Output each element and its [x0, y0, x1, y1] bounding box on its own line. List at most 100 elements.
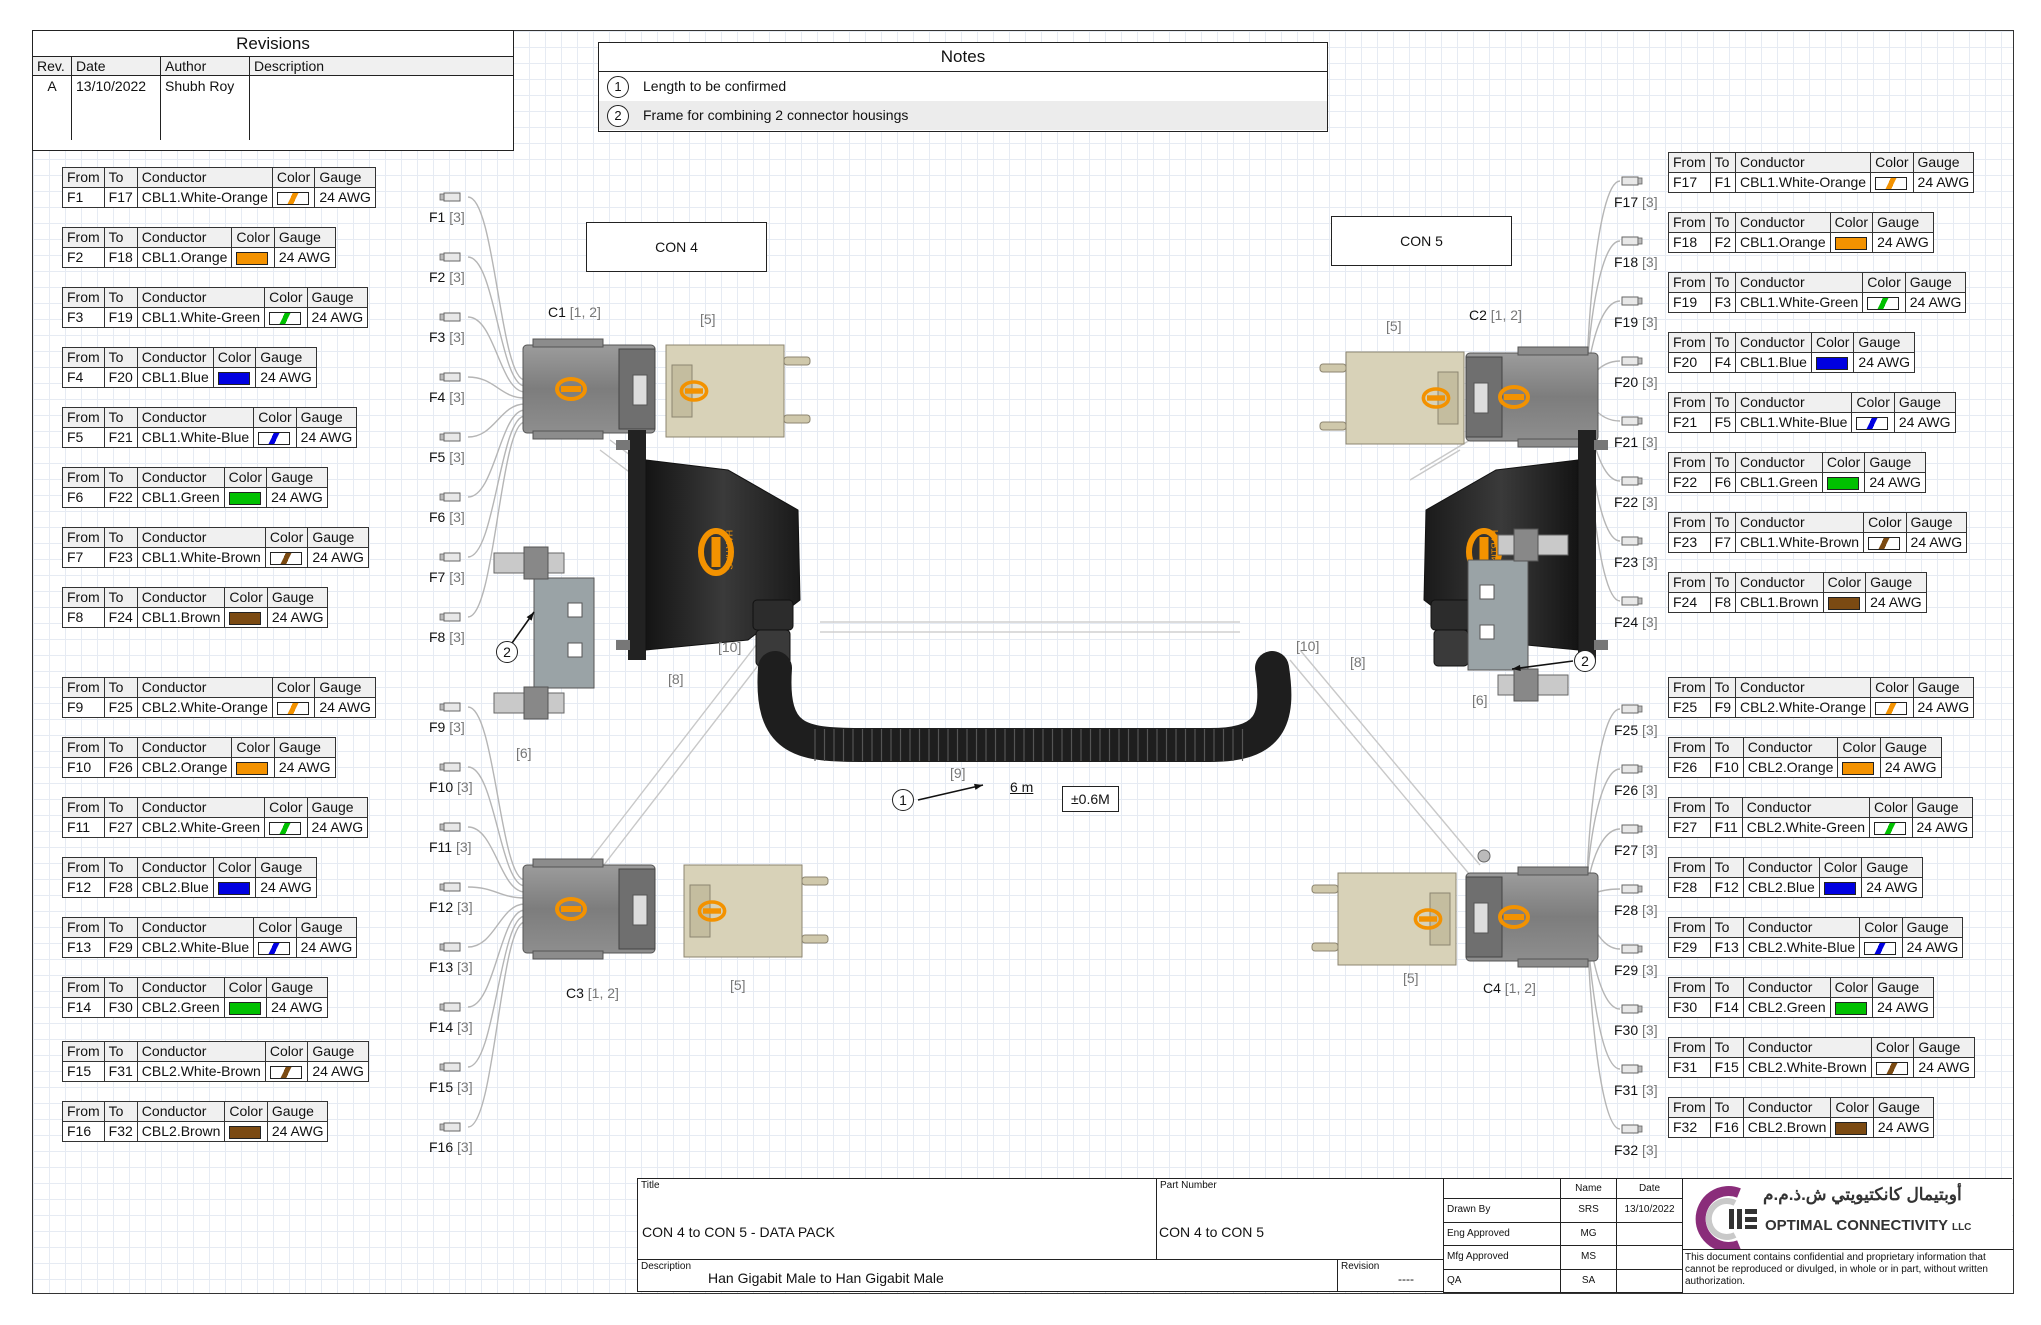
hood-ref-right: [8]	[1350, 654, 1366, 670]
from-header: From	[1668, 797, 1711, 818]
conductor-header: Conductor	[136, 677, 273, 698]
conductor-value: CBL1.White-Brown	[1735, 532, 1865, 553]
to-value: F25	[103, 697, 138, 718]
from-header: From	[62, 1041, 105, 1062]
to-value: F29	[103, 937, 138, 958]
color-swatch	[1868, 536, 1901, 550]
color-swatch-cell	[1870, 172, 1914, 193]
company-name: OPTIMAL CONNECTIVITY LLC	[1765, 1217, 1972, 1234]
color-swatch	[1875, 1061, 1908, 1075]
conductor-value: CBL1.Blue	[1735, 352, 1812, 373]
gauge-header: Gauge	[1901, 917, 1964, 938]
notes-title: Notes	[599, 43, 1327, 72]
from-value: F11	[62, 817, 105, 838]
conductor-header: Conductor	[136, 227, 233, 248]
gauge-header: Gauge	[1912, 152, 1975, 173]
to-header: To	[103, 977, 138, 998]
conductor-header: Conductor	[136, 797, 266, 818]
from-value: F30	[1668, 997, 1711, 1018]
gauge-header: Gauge	[273, 227, 336, 248]
conductor-header: Conductor	[1735, 572, 1824, 593]
color-swatch	[1874, 821, 1907, 835]
from-value: F21	[1668, 412, 1711, 433]
ferrule-label-f5: F5 [3]	[429, 449, 465, 465]
color-header: Color	[1862, 272, 1906, 293]
conductor-header: Conductor	[136, 977, 225, 998]
from-header: From	[1668, 332, 1711, 353]
to-header: To	[103, 737, 138, 758]
conductor-header: Conductor	[1735, 212, 1831, 233]
ferrule-label-f22: F22 [3]	[1614, 494, 1658, 510]
part-number-cell: Part Number CON 4 to CON 5	[1156, 1178, 1444, 1260]
con5-label: CON 5	[1400, 233, 1443, 249]
to-header: To	[1709, 857, 1744, 878]
length-note-marker: 1	[892, 789, 914, 811]
revision-value: ----	[1398, 1272, 1414, 1286]
conductor-value: CBL1.White-Blue	[136, 427, 255, 448]
color-header: Color	[1859, 917, 1903, 938]
color-swatch	[1875, 701, 1908, 715]
to-value: F4	[1709, 352, 1737, 373]
ferrule-label-f19: F19 [3]	[1614, 314, 1658, 330]
color-swatch	[1842, 761, 1875, 775]
color-swatch	[1823, 881, 1856, 895]
to-header: To	[1709, 572, 1737, 593]
from-value: F28	[1668, 877, 1711, 898]
ferrule-icon	[439, 822, 461, 832]
frame-right	[1467, 528, 1569, 702]
to-value: F14	[1709, 997, 1744, 1018]
color-header: Color	[224, 587, 268, 608]
revisions-title: Revisions	[33, 31, 513, 57]
ferrule-icon	[1621, 236, 1643, 246]
from-header: From	[1668, 1097, 1711, 1118]
from-value: F32	[1668, 1117, 1711, 1138]
conductor-value: CBL2.White-Brown	[136, 1061, 266, 1082]
drawing-title: CON 4 to CON 5 - DATA PACK	[642, 1224, 835, 1240]
note-row: 2 Frame for combining 2 connector housin…	[599, 101, 1327, 130]
housing-ref-4: [5]	[1403, 970, 1419, 986]
to-header: To	[103, 227, 138, 248]
color-swatch-cell	[1818, 877, 1863, 898]
from-header: From	[62, 737, 105, 758]
from-header: From	[1668, 452, 1711, 473]
color-swatch	[236, 251, 269, 265]
cable-tolerance: ±0.6M	[1062, 786, 1119, 812]
connector-insert-c2	[1465, 346, 1599, 448]
gauge-header: Gauge	[1913, 1037, 1975, 1058]
from-value: F17	[1668, 172, 1711, 193]
color-swatch-cell	[1837, 757, 1881, 778]
conductor-header: Conductor	[136, 917, 255, 938]
to-value: F20	[103, 367, 138, 388]
color-header: Color	[212, 347, 257, 368]
ferrule-label-f3: F3 [3]	[429, 329, 465, 345]
ferrule-icon	[439, 492, 461, 502]
conductor-value: CBL1.Brown	[1735, 592, 1824, 613]
color-swatch-cell	[1829, 997, 1874, 1018]
harting-logo-icon	[697, 900, 727, 922]
from-value: F7	[62, 547, 105, 568]
description-cell: Description Han Gigabit Male to Han Giga…	[637, 1259, 1338, 1292]
harting-logo-icon	[1498, 385, 1530, 409]
gauge-value: 24 AWG	[1904, 292, 1967, 313]
ferrule-label-f9: F9 [3]	[429, 719, 465, 735]
leader-arrow	[1511, 660, 1574, 670]
approval-role: Drawn By	[1443, 1198, 1561, 1223]
ferrule-label-f30: F30 [3]	[1614, 1022, 1658, 1038]
ferrule-label-f21: F21 [3]	[1614, 434, 1658, 450]
conductor-header: Conductor	[136, 1101, 226, 1122]
color-header: Color	[1829, 212, 1874, 233]
conductor-value: CBL2.White-Blue	[1742, 937, 1861, 958]
from-header: From	[1668, 857, 1711, 878]
from-value: F6	[62, 487, 105, 508]
ferrule-icon	[439, 192, 461, 202]
from-value: F29	[1668, 937, 1711, 958]
gauge-header: Gauge	[255, 857, 317, 878]
gauge-header: Gauge	[306, 287, 369, 308]
gauge-header: Gauge	[1865, 572, 1927, 593]
to-value: F19	[103, 307, 138, 328]
